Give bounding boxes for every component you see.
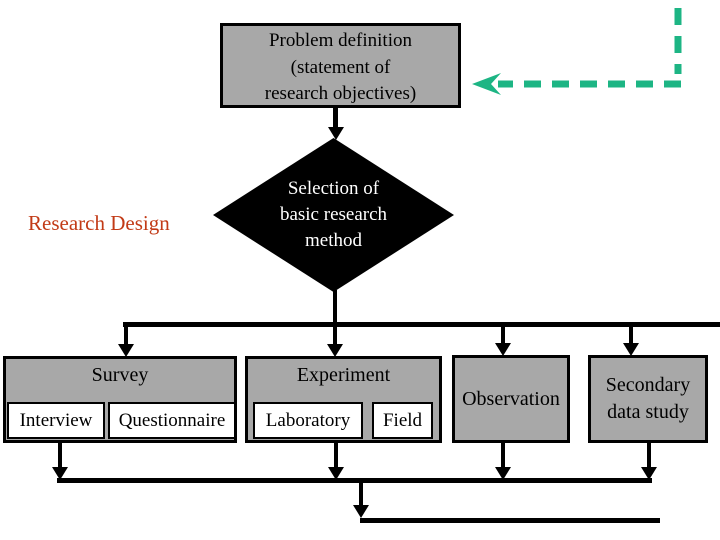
arrow-down-icon	[52, 467, 68, 480]
connector-branch-to-survey	[124, 326, 128, 345]
experiment-label: Experiment	[296, 364, 391, 386]
feedback-arrowhead-icon	[472, 73, 501, 95]
connector-branch-to-observation	[501, 326, 505, 345]
problem-definition-box: Problem definition (statement of researc…	[220, 23, 461, 108]
arrow-down-icon	[495, 343, 511, 356]
connector-collector-to-exit	[359, 482, 363, 506]
collector-line	[57, 478, 652, 483]
diamond-line2: basic research	[279, 204, 388, 225]
laboratory-label: Laboratory	[265, 409, 351, 431]
arrow-down-icon	[623, 343, 639, 356]
connector-secondary-to-collector	[647, 443, 651, 468]
connector-diamond-to-branch	[333, 290, 337, 346]
problem-definition-line1: Problem definition	[268, 30, 412, 51]
questionnaire-box: Questionnaire	[108, 402, 236, 439]
arrow-down-icon	[495, 467, 511, 480]
diamond-line1: Selection of	[287, 178, 380, 199]
research-design-label: Research Design	[28, 211, 170, 235]
diamond-line3: method	[305, 230, 362, 251]
branch-line-top	[123, 322, 720, 327]
laboratory-box: Laboratory	[253, 402, 363, 439]
arrow-down-icon	[118, 344, 134, 357]
interview-label: Interview	[19, 409, 93, 431]
observation-label: Observation	[462, 387, 560, 410]
arrow-down-icon	[328, 127, 344, 140]
connector-branch-to-secondary	[629, 326, 633, 345]
field-label: Field	[382, 409, 423, 431]
problem-definition-line2: (statement of	[290, 56, 391, 78]
secondary-label-line2: data study	[607, 401, 689, 423]
arrow-down-icon	[328, 467, 344, 480]
connector-survey-to-collector	[58, 443, 62, 468]
connector-experiment-to-collector	[334, 443, 338, 468]
connector-observation-to-collector	[501, 443, 505, 468]
selection-method-diamond: Selection of basic research method	[213, 138, 454, 292]
interview-box: Interview	[7, 402, 105, 439]
field-box: Field	[372, 402, 433, 439]
feedback-dashed-arrow-icon	[472, 8, 682, 95]
arrow-down-icon	[353, 505, 369, 518]
exit-line	[360, 518, 660, 523]
survey-label: Survey	[91, 364, 149, 386]
arrow-down-icon	[641, 467, 657, 480]
arrow-down-icon	[327, 344, 343, 357]
questionnaire-label: Questionnaire	[118, 409, 226, 431]
observation-box: Observation	[452, 355, 570, 443]
secondary-data-study-box: Secondary data study	[588, 355, 708, 443]
secondary-label-line1: Secondary	[605, 374, 691, 396]
problem-definition-line3: research objectives)	[264, 83, 417, 104]
connector-problem-to-diamond	[333, 107, 338, 129]
